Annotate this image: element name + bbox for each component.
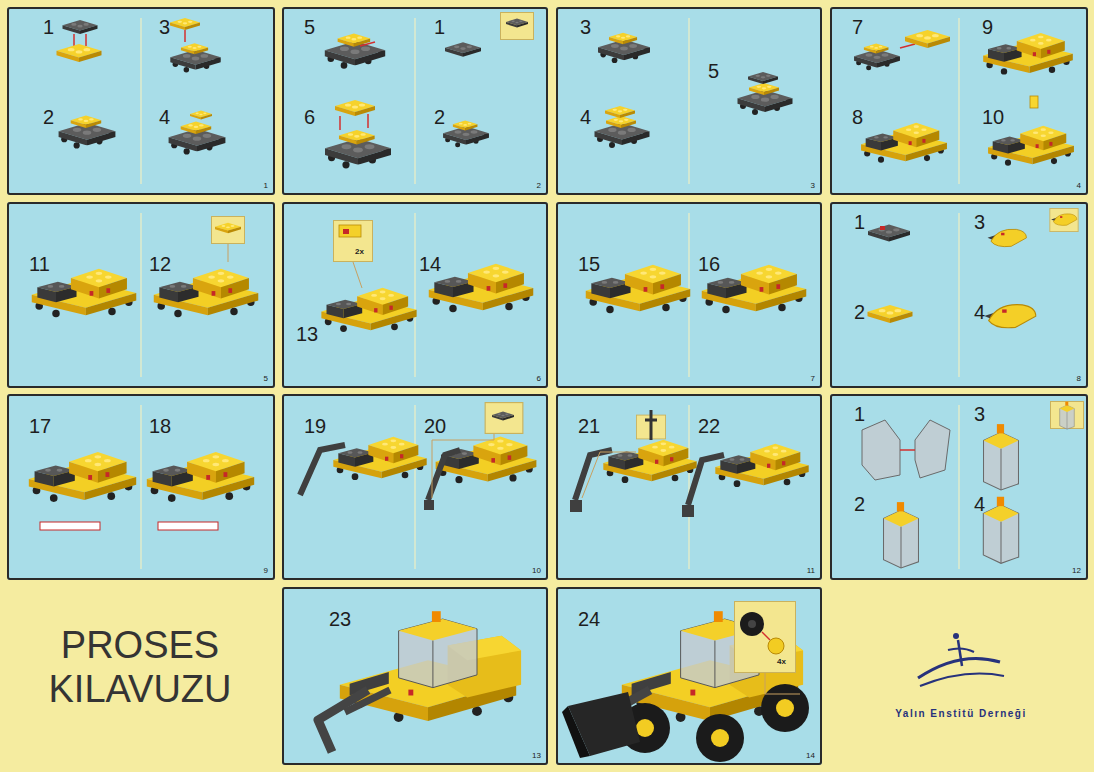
step-number: 1 bbox=[434, 17, 445, 37]
build-steps-page-7 bbox=[586, 265, 807, 314]
step-number: 4 bbox=[159, 107, 170, 127]
step-number: 19 bbox=[304, 416, 326, 436]
step-number: 20 bbox=[424, 416, 446, 436]
page-number: 1 bbox=[264, 182, 268, 190]
build-steps-page-3 bbox=[595, 33, 793, 148]
instruction-panel: 3 5 4 3 bbox=[556, 7, 822, 195]
step-number: 1 bbox=[43, 17, 54, 37]
build-steps-page-11 bbox=[570, 410, 809, 517]
instruction-panel: 17 18 9 bbox=[7, 394, 275, 580]
step-number: 15 bbox=[578, 254, 600, 274]
page-number: 3 bbox=[811, 182, 815, 190]
build-steps-page-10 bbox=[300, 403, 536, 510]
step-number: 3 bbox=[974, 212, 985, 232]
step-number: 14 bbox=[419, 254, 441, 274]
step-number: 13 bbox=[296, 324, 318, 344]
instruction-panel: 13 14 6 2x bbox=[282, 202, 548, 388]
association-logo bbox=[918, 633, 1004, 686]
page-number: 10 bbox=[532, 567, 541, 575]
step-number: 2 bbox=[854, 302, 865, 322]
step-number: 23 bbox=[329, 609, 351, 629]
page-number: 5 bbox=[264, 375, 268, 383]
instruction-panel: 23 13 bbox=[282, 587, 548, 765]
page-number: 14 bbox=[806, 752, 815, 760]
step-number: 7 bbox=[852, 17, 863, 37]
page-number: 8 bbox=[1077, 375, 1081, 383]
quantity-callout: 2x bbox=[333, 220, 373, 262]
page-number: 11 bbox=[807, 567, 815, 575]
step-number: 4 bbox=[580, 107, 591, 127]
build-steps-page-1 bbox=[57, 18, 226, 155]
instruction-panel: 7 9 8 10 4 bbox=[830, 7, 1088, 195]
build-steps-page-8 bbox=[868, 208, 1079, 327]
step-number: 24 bbox=[578, 609, 600, 629]
build-steps-page-12 bbox=[862, 402, 1084, 568]
step-number: 8 bbox=[852, 107, 863, 127]
step-number: 3 bbox=[974, 404, 985, 424]
step-number: 5 bbox=[304, 17, 315, 37]
step-number: 4 bbox=[974, 494, 985, 514]
page-number: 2 bbox=[537, 182, 541, 190]
step-number: 17 bbox=[29, 416, 51, 436]
step-number: 22 bbox=[698, 416, 720, 436]
instruction-panel: 11 12 5 bbox=[7, 202, 275, 388]
instruction-panel: 1 3 2 4 1 bbox=[7, 7, 275, 195]
build-step-23 bbox=[318, 611, 521, 752]
step-number: 11 bbox=[29, 254, 50, 274]
page-number: 9 bbox=[264, 567, 268, 575]
build-steps-page-9 bbox=[29, 452, 254, 530]
page-number: 12 bbox=[1072, 567, 1081, 575]
step-number: 2 bbox=[43, 107, 54, 127]
instruction-panel: 5 1 6 2 2 bbox=[282, 7, 548, 195]
step-number: 2 bbox=[434, 107, 445, 127]
step-number: 16 bbox=[698, 254, 720, 274]
quantity-label: 4x bbox=[777, 658, 786, 666]
instruction-panel: 21 22 11 bbox=[556, 394, 822, 580]
step-number: 18 bbox=[149, 416, 171, 436]
quantity-label: 2x bbox=[355, 248, 364, 256]
step-number: 3 bbox=[159, 17, 170, 37]
instruction-panel: 15 16 7 bbox=[556, 202, 822, 388]
quantity-callout: 4x bbox=[734, 601, 796, 673]
step-number: 5 bbox=[708, 61, 719, 81]
step-number: 3 bbox=[580, 17, 591, 37]
build-step-24 bbox=[562, 601, 809, 762]
instruction-panel: 24 14 4x bbox=[556, 587, 822, 765]
step-number: 12 bbox=[149, 254, 171, 274]
instruction-panel: 1 3 2 4 12 bbox=[830, 394, 1088, 580]
step-number: 6 bbox=[304, 107, 315, 127]
instruction-panel: 19 20 10 bbox=[282, 394, 548, 580]
step-number: 21 bbox=[578, 416, 600, 436]
logo-name: Yalın Enstitü Derneği bbox=[838, 708, 1084, 719]
build-steps-page-2 bbox=[325, 13, 534, 169]
page-number: 4 bbox=[1077, 182, 1081, 190]
step-number: 4 bbox=[974, 302, 985, 322]
build-steps-page-5 bbox=[32, 217, 259, 318]
page-number: 13 bbox=[532, 752, 541, 760]
step-number: 1 bbox=[854, 404, 865, 424]
step-number: 10 bbox=[982, 107, 1004, 127]
instruction-panel: 1 3 2 4 8 bbox=[830, 202, 1088, 388]
step-number: 2 bbox=[854, 494, 865, 514]
step-dividers bbox=[141, 18, 959, 569]
sheet-title: PROSES KILAVUZU bbox=[12, 624, 268, 711]
panel-grounds bbox=[7, 7, 1088, 765]
step-number: 9 bbox=[982, 17, 993, 37]
page-number: 7 bbox=[811, 375, 815, 383]
page-number: 6 bbox=[537, 375, 541, 383]
step-number: 1 bbox=[854, 212, 865, 232]
build-steps-page-6 bbox=[321, 220, 533, 332]
build-steps-page-4 bbox=[854, 30, 1074, 166]
